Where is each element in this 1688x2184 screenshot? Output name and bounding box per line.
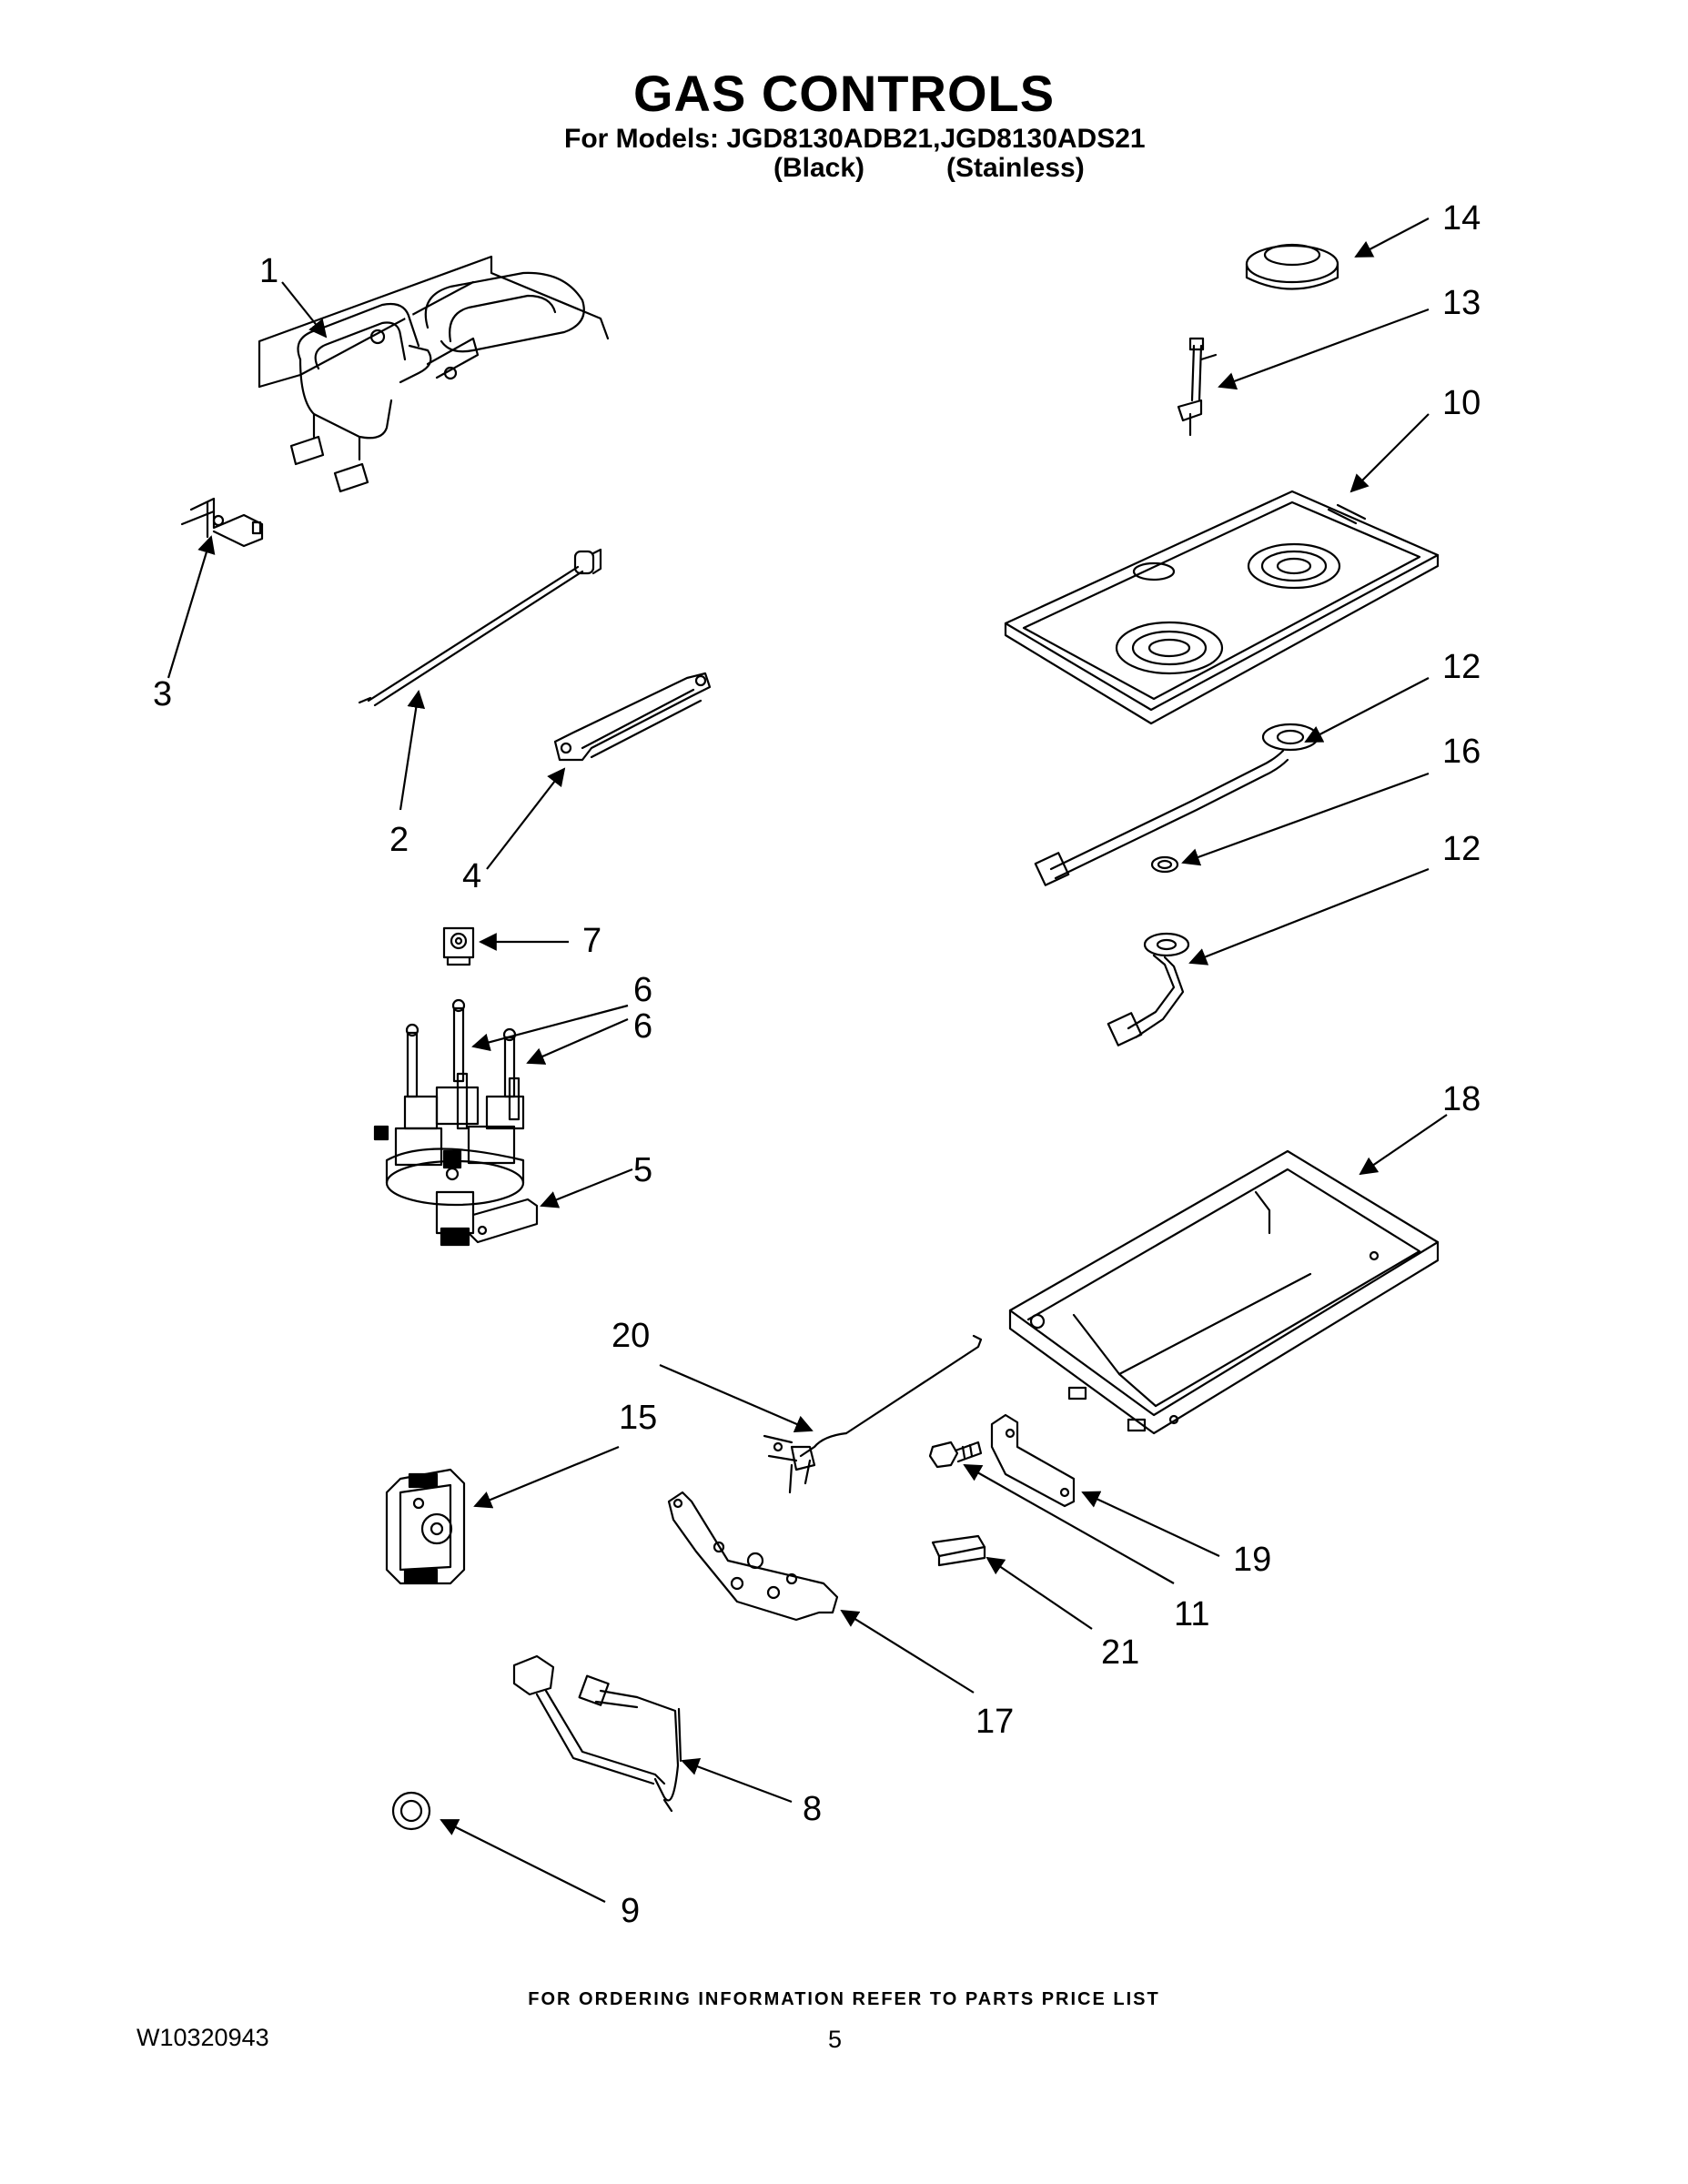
part-17-mounting-plate <box>667 1491 839 1622</box>
part-16-o-ring <box>1150 855 1179 874</box>
part-3-igniter <box>180 497 264 548</box>
callout-11: 11 <box>1174 1595 1209 1633</box>
ordering-note: FOR ORDERING INFORMATION REFER TO PARTS … <box>528 1989 1160 2009</box>
callout-6-b: 6 <box>633 1007 652 1046</box>
page-title: GAS CONTROLS <box>632 65 1056 122</box>
part-10-cooktop <box>1004 490 1440 725</box>
part-11-screw <box>928 1441 983 1469</box>
callout-9: 9 <box>621 1892 640 1930</box>
callout-3: 3 <box>153 675 172 713</box>
callout-13: 13 <box>1442 284 1481 322</box>
part-12-burner-tube-lower <box>1107 932 1190 1046</box>
part-14-burner-cap <box>1245 243 1339 290</box>
part-1-burner-assembly <box>258 255 610 493</box>
part-21-clip <box>931 1534 986 1567</box>
document-number: W10320943 <box>136 2024 269 2051</box>
part-13-electrode <box>1177 337 1218 437</box>
finish-stainless-label: (Stainless) <box>946 153 1085 183</box>
part-15-switch <box>385 1468 466 1585</box>
part-5-bracket <box>467 1198 539 1244</box>
part-9-washer <box>391 1791 431 1831</box>
callout-10: 10 <box>1442 384 1481 422</box>
callout-14: 14 <box>1442 199 1481 238</box>
callout-6-a: 6 <box>633 971 652 1009</box>
callout-8: 8 <box>803 1790 822 1828</box>
callout-15: 15 <box>619 1399 657 1437</box>
part-18-pan <box>1008 1149 1440 1435</box>
part-2-tube <box>358 548 602 707</box>
part-19-bracket <box>990 1413 1076 1508</box>
callout-12-a: 12 <box>1442 648 1481 686</box>
part-7-clip <box>442 926 475 966</box>
part-8-manifold-tube <box>512 1654 682 1813</box>
part-20-wire-harness <box>763 1334 983 1494</box>
models-line: For Models: JGD8130ADB21,JGD8130ADS21 <box>564 124 1146 154</box>
callout-17: 17 <box>975 1703 1014 1741</box>
callout-numbers: 1 2 3 4 5 6 6 7 8 9 10 11 12 12 13 14 15… <box>153 199 1481 1930</box>
callout-7: 7 <box>582 922 601 960</box>
callout-2: 2 <box>389 821 409 859</box>
callout-18: 18 <box>1442 1080 1481 1118</box>
callout-5: 5 <box>633 1151 652 1189</box>
part-6-valve-assembly <box>373 998 525 1247</box>
callout-21: 21 <box>1101 1633 1139 1672</box>
callout-1: 1 <box>259 252 278 290</box>
callout-19: 19 <box>1233 1541 1271 1579</box>
leader-arrows <box>167 217 1448 1903</box>
callout-12-b: 12 <box>1442 830 1481 868</box>
part-4-bracket <box>553 672 712 762</box>
callout-20: 20 <box>612 1317 650 1355</box>
page-number: 5 <box>828 2026 843 2053</box>
callout-4: 4 <box>462 857 481 895</box>
finish-black-label: (Black) <box>773 153 865 183</box>
callout-16: 16 <box>1442 733 1481 771</box>
